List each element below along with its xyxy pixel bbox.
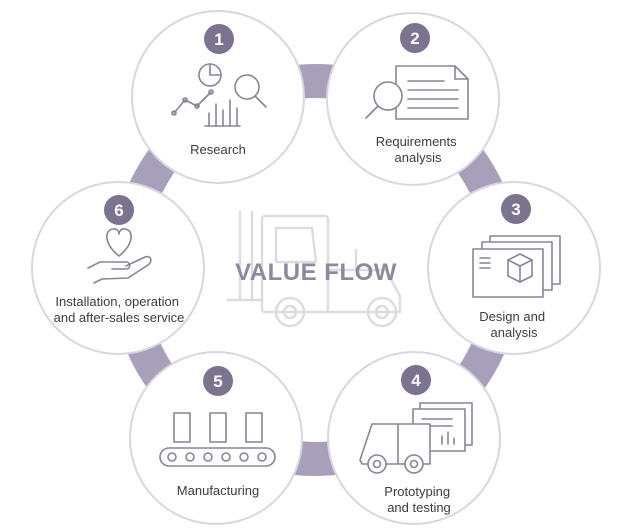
conveyor-belt-icon xyxy=(159,412,276,467)
hand-heart-icon xyxy=(87,228,152,284)
step-number: 4 xyxy=(411,371,421,390)
step-design-and-analysis: 3 Design and analysis xyxy=(427,181,601,355)
step-label-line: analysis xyxy=(491,325,538,340)
step-manufacturing: 5 Manufacturing xyxy=(129,351,303,525)
step-label-line: and after-sales service xyxy=(54,310,185,325)
step-label: Manufacturing xyxy=(177,483,259,498)
step-number: 1 xyxy=(214,30,223,49)
step-number-badge xyxy=(400,23,430,53)
step-label-line: Prototyping xyxy=(384,484,450,499)
step-label-line: analysis xyxy=(395,150,442,165)
step-label-line: Requirements xyxy=(376,134,457,149)
step-number-badge xyxy=(501,194,531,224)
step-label: Requirements analysis xyxy=(376,134,461,165)
center-title: VALUE FLOW xyxy=(235,259,397,286)
step-label: Design and analysis xyxy=(479,309,548,340)
step-requirements-analysis: 2 Requirements analysis xyxy=(326,12,500,186)
step-installation-operation-service: 6 Installation, operation and after-sale… xyxy=(31,181,205,355)
step-number: 6 xyxy=(114,201,123,220)
step-label-line: and testing xyxy=(387,500,451,515)
step-number-badge xyxy=(104,195,134,225)
document-magnifier-icon xyxy=(365,65,469,120)
step-label: Prototyping and testing xyxy=(384,484,453,515)
prototype-vehicle-icon xyxy=(359,402,473,474)
step-circle xyxy=(131,10,305,184)
step-research: 1 Research xyxy=(131,10,305,184)
step-label-line: Research xyxy=(190,142,246,157)
step-circle xyxy=(129,351,303,525)
3d-design-cube-icon xyxy=(472,235,561,298)
step-label-line: Design and xyxy=(479,309,545,324)
step-number-badge xyxy=(401,365,431,395)
step-label-line: Installation, operation xyxy=(55,294,179,309)
step-prototyping-and-testing: 4 Prototyping and testing xyxy=(327,351,501,525)
step-number: 3 xyxy=(511,200,520,219)
step-label: Installation, operation and after-sales … xyxy=(54,294,185,325)
forklift-icon xyxy=(226,210,402,328)
analytics-chart-magnifier-icon xyxy=(171,63,267,127)
step-number: 2 xyxy=(410,29,419,48)
step-number-badge xyxy=(203,366,233,396)
step-label: Research xyxy=(190,142,246,157)
step-number-badge xyxy=(204,24,234,54)
step-number: 5 xyxy=(213,372,222,391)
step-circle xyxy=(31,181,205,355)
step-label-line: Manufacturing xyxy=(177,483,259,498)
